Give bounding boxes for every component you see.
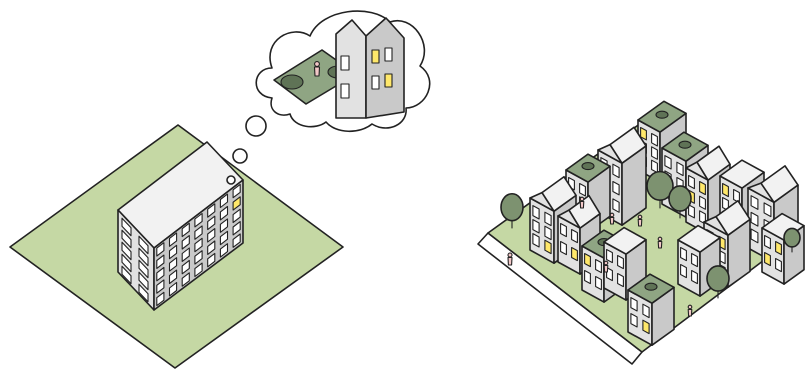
person-icon: [508, 253, 512, 265]
roof-shrub: [645, 283, 657, 290]
person-icon: [315, 62, 320, 76]
person-icon: [604, 261, 608, 272]
roof-shrub: [656, 111, 668, 118]
dream-window: [385, 48, 392, 61]
dream-window: [372, 76, 379, 89]
person-icon: [688, 305, 692, 316]
townhouse: [762, 214, 804, 285]
person-icon: [580, 197, 584, 208]
person-icon: [610, 213, 614, 224]
left-scene: [10, 11, 430, 368]
dream-townhouse-side: [366, 18, 404, 118]
roof-shrub: [582, 163, 594, 170]
person-icon: [638, 215, 642, 226]
right-scene: [478, 101, 804, 364]
dream-window-lit: [385, 74, 392, 87]
thought-dot-medium: [233, 149, 247, 163]
thought-dot-large: [246, 116, 266, 136]
thought-dot-small: [227, 176, 235, 184]
person-icon: [658, 237, 662, 248]
dream-shrub: [281, 75, 303, 89]
thought-bubble: [227, 11, 430, 184]
townhouse: [628, 274, 674, 345]
dream-window: [341, 56, 349, 70]
dream-window-lit: [372, 50, 379, 63]
dream-window: [341, 84, 349, 98]
roof-shrub: [679, 141, 691, 148]
